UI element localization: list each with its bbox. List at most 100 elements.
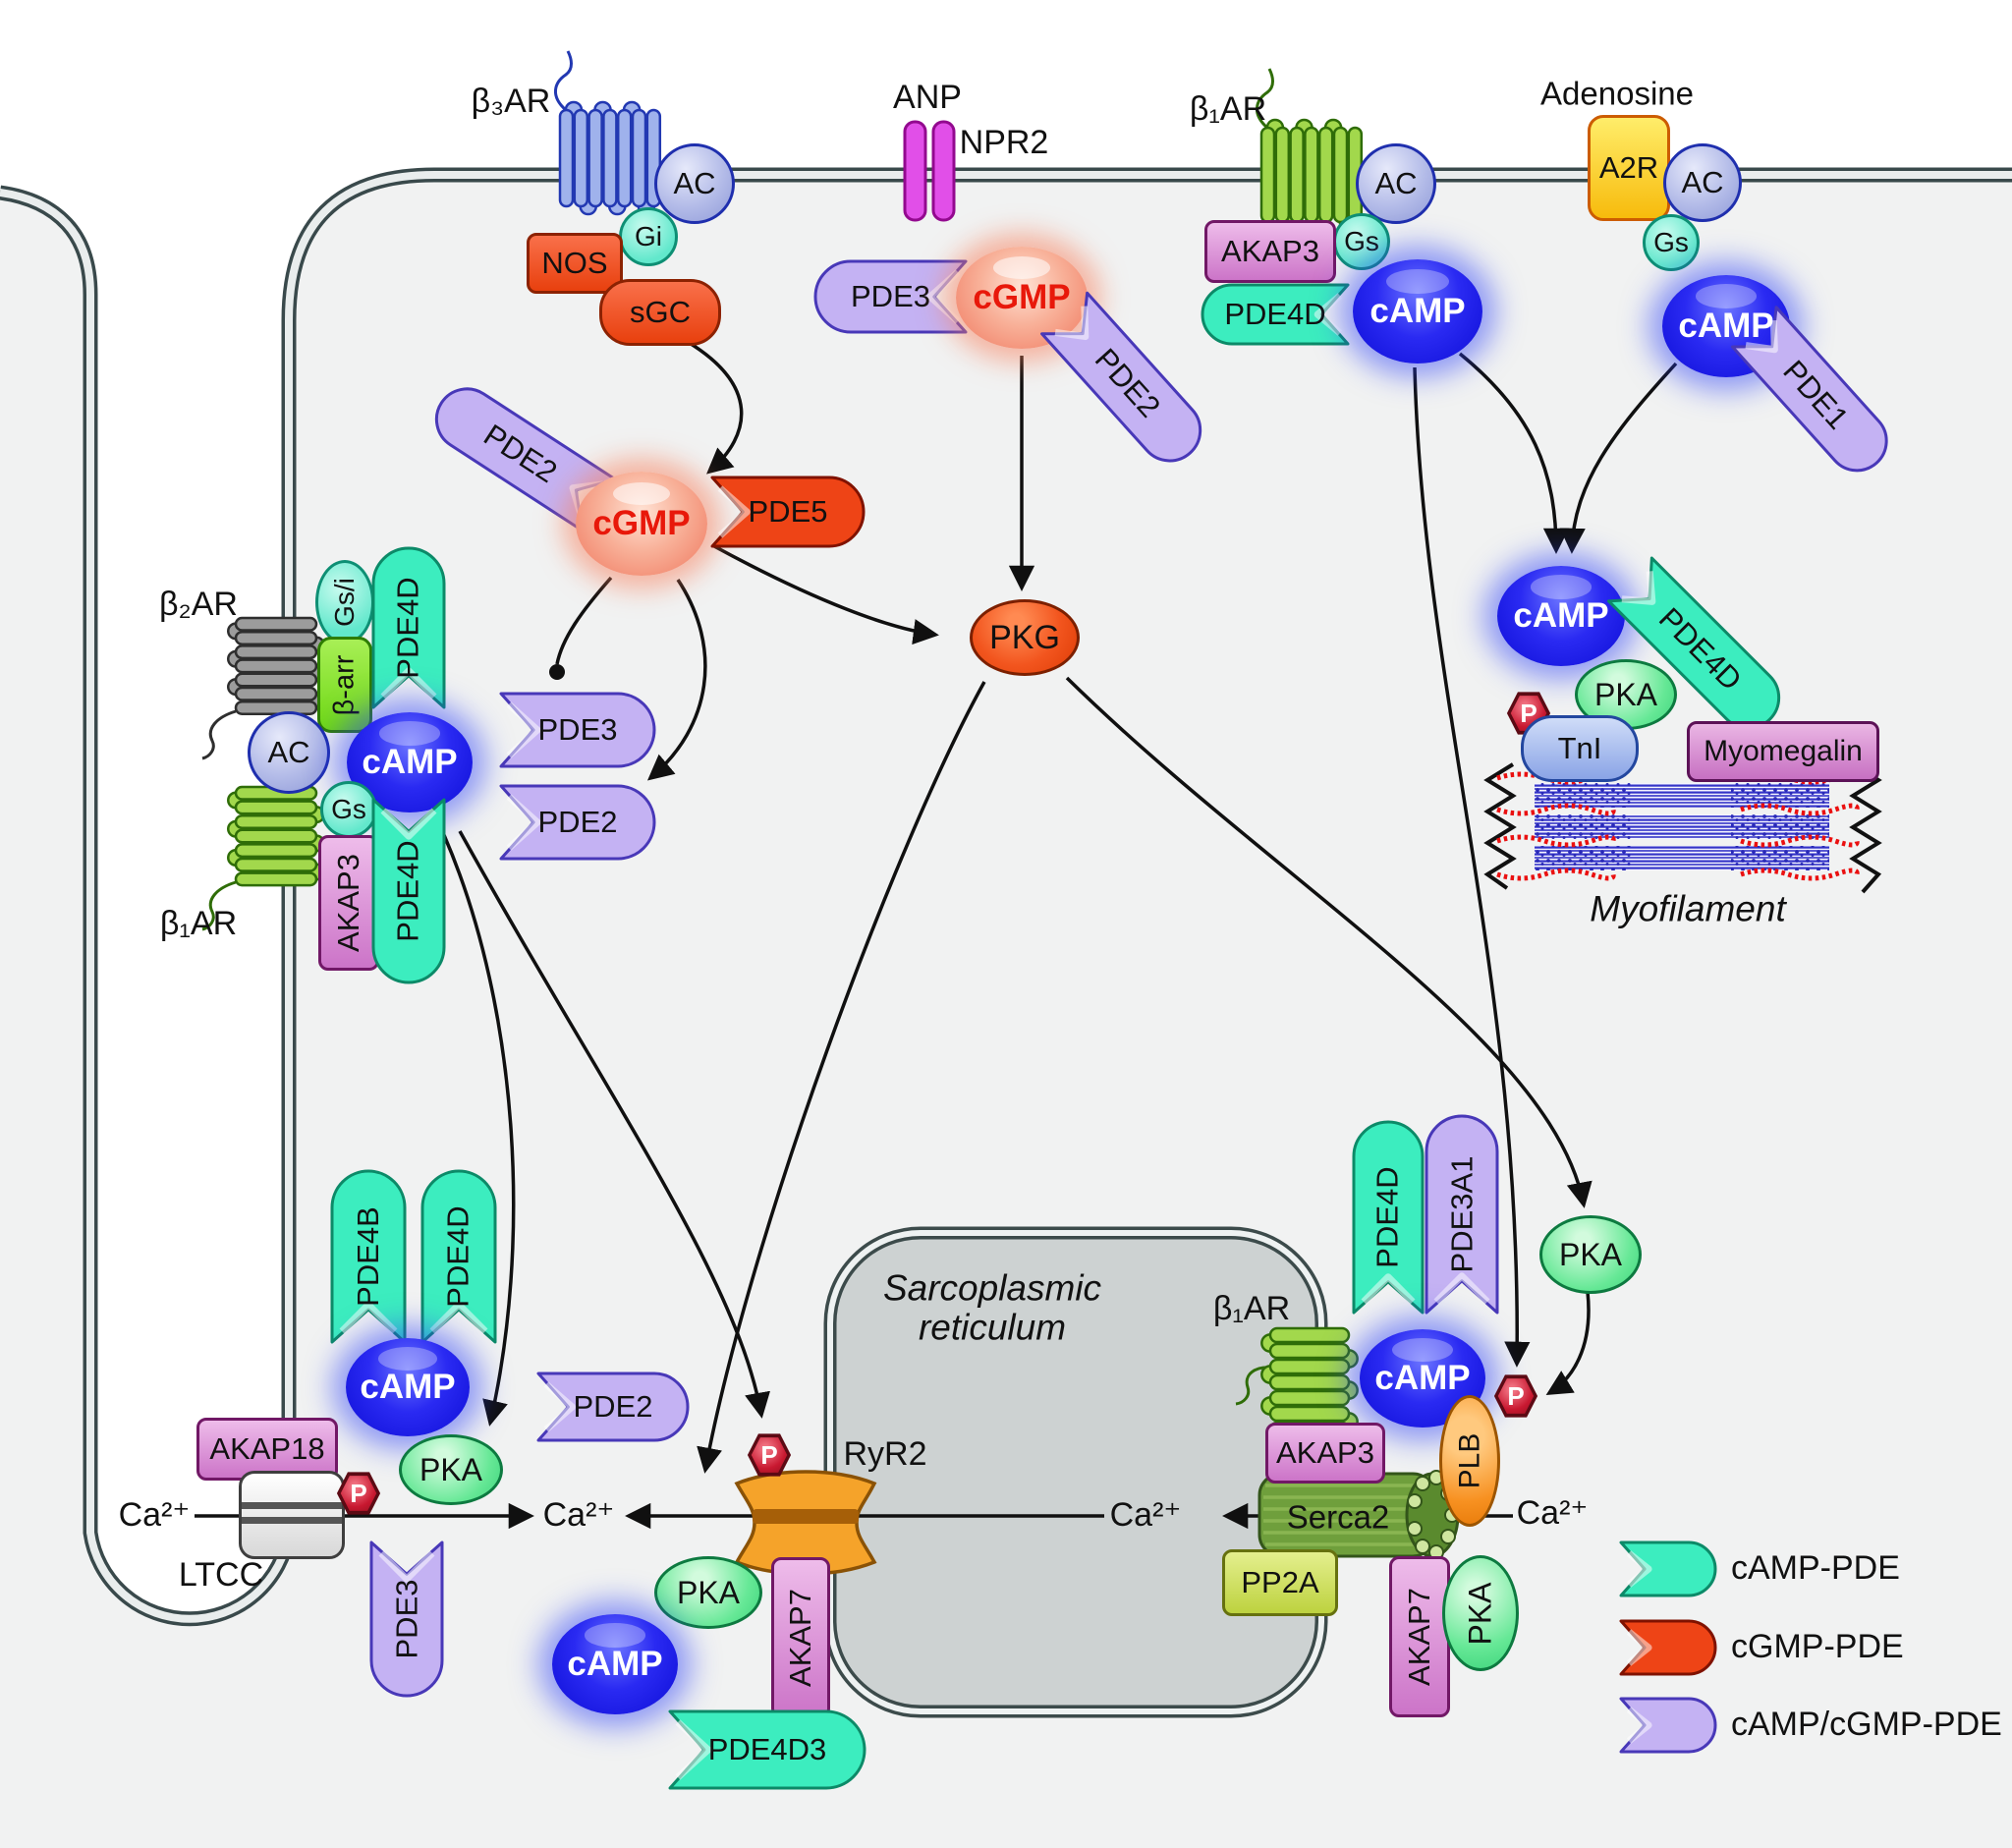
akap3-box-1: AKAP3 — [1204, 220, 1336, 283]
pde4b-banner: PDE4B — [330, 1169, 407, 1344]
akap7-label: AKAP7 — [1402, 1588, 1437, 1686]
akap3-label: AKAP3 — [1221, 234, 1319, 268]
ac-circle-1: AC — [654, 143, 735, 224]
inhibit-dot — [549, 664, 565, 680]
b1ar-receptor-top — [1259, 118, 1364, 232]
pde4d-banner-left-upper: PDE4D — [371, 546, 446, 709]
cgmp-label: cGMP — [592, 504, 691, 542]
label-sr-line2: reticulum — [918, 1307, 1067, 1348]
arrow-camp-to-ryr2-p — [458, 830, 770, 1419]
ltcc-membrane-line — [242, 1501, 342, 1509]
barr-box: β-arr — [317, 637, 372, 733]
legend-label-dual-pde: cAMP/cGMP-PDE — [1731, 1706, 2002, 1744]
camp-oval-7: cAMP — [1360, 1329, 1485, 1428]
pka-oval-ryr2: PKA — [654, 1556, 762, 1629]
akap3-label: AKAP3 — [331, 854, 366, 952]
ac-circle-2: AC — [1356, 143, 1436, 224]
label-b3ar: β₃AR — [471, 83, 551, 121]
pp2a-label: PP2A — [1241, 1565, 1319, 1599]
ltcc-membrane-line — [242, 1516, 342, 1524]
pde4d-banner-left-lower: PDE4D — [371, 798, 446, 984]
tni-box: TnI — [1521, 715, 1639, 782]
label-ca-left: Ca²⁺ — [118, 1496, 191, 1535]
label-myofilament: Myofilament — [1590, 888, 1786, 929]
label-ltcc: LTCC — [178, 1556, 264, 1595]
pde4d-label: PDE4D — [441, 1205, 475, 1308]
akap18-box: AKAP18 — [196, 1418, 338, 1481]
label-ca-mid: Ca²⁺ — [542, 1496, 615, 1535]
plb-label: PLB — [1453, 1432, 1485, 1489]
pde5-label: PDE5 — [748, 494, 828, 529]
arrow-sgc-to-cgmp — [687, 340, 744, 475]
arrow-cgmp-to-pde2 — [646, 579, 707, 781]
camp-label: cAMP — [362, 743, 458, 781]
arrow-camp2-to-myofilament — [1559, 362, 1678, 554]
arrow-camp1-to-myofilament — [1458, 352, 1570, 554]
label-b1ar-top: β₁AR — [1189, 90, 1267, 129]
camp-oval-1: cAMP — [1353, 259, 1482, 364]
pp2a-box: PP2A — [1222, 1549, 1338, 1616]
pkg-oval: PKG — [970, 599, 1080, 676]
phospho-label: P — [760, 1439, 778, 1470]
pka-label: PKA — [1593, 676, 1658, 712]
arrow-camp1-to-plb-p — [1413, 366, 1531, 1368]
npr2-receptor — [903, 120, 956, 222]
label-ryr2: RyR2 — [843, 1435, 927, 1474]
pde3a1-banner: PDE3A1 — [1425, 1114, 1499, 1315]
phospho-label: P — [1507, 1380, 1525, 1411]
a2r-box: A2R — [1588, 115, 1670, 221]
b1ar-sr-tail — [1235, 1366, 1274, 1406]
b1ar-receptor-left — [227, 785, 325, 887]
label-anp: ANP — [893, 79, 962, 117]
myomegalin-label: Myomegalin — [1704, 735, 1863, 767]
label-adenosine: Adenosine — [1540, 75, 1694, 112]
phospho-label: P — [1520, 698, 1537, 728]
ryr2-channel — [734, 1470, 877, 1576]
receptor-tails — [201, 50, 1274, 1406]
b1ar-receptor-sr — [1260, 1326, 1359, 1438]
phospho-hex-ltcc: P — [336, 1472, 381, 1515]
phospho-hex-ryr2: P — [747, 1433, 792, 1477]
pde2-banner-anp: PDE2 — [1039, 290, 1216, 476]
arrow-camp-to-pka-left — [442, 834, 516, 1427]
pka-oval-br: PKA — [1539, 1215, 1642, 1294]
phospho-label: P — [350, 1478, 367, 1508]
pde1-banner: PDE1 — [1730, 305, 1902, 485]
legend-swatch-dual-pde — [1619, 1697, 1717, 1754]
sgc-box: sGC — [599, 279, 721, 346]
label-serca2: Serca2 — [1286, 1498, 1390, 1536]
camp-label: cAMP — [567, 1645, 663, 1683]
akap7-label: AKAP7 — [783, 1589, 818, 1687]
pka-label: PKA — [1462, 1581, 1498, 1646]
pde2-label: PDE2 — [573, 1389, 653, 1424]
b1ar-top-tail — [1256, 68, 1274, 130]
tni-label: TnI — [1557, 731, 1602, 765]
label-sr-line1: Sarcoplasmic — [882, 1267, 1102, 1309]
gs-label: Gs — [331, 794, 366, 824]
pde3-banner-mid: PDE3 — [499, 692, 656, 768]
pde4b-label: PDE4B — [351, 1206, 386, 1307]
ac-circle-4: AC — [248, 711, 330, 794]
ac-label: AC — [1681, 165, 1724, 199]
b2ar-tail — [201, 709, 237, 760]
pkg-label: PKG — [989, 618, 1060, 656]
pde3-label: PDE3 — [389, 1579, 424, 1659]
akap3-box-2: AKAP3 — [318, 835, 379, 971]
legend-label-cgmp-pde: cGMP-PDE — [1731, 1628, 1904, 1666]
pka-oval-bl: PKA — [399, 1434, 503, 1505]
nos-box: NOS — [527, 233, 623, 294]
akap7-box-serca: AKAP7 — [1389, 1556, 1450, 1717]
label-ca-br: Ca²⁺ — [1516, 1494, 1589, 1533]
pde4d-label: PDE4D — [391, 840, 425, 942]
akap3-label: AKAP3 — [1276, 1435, 1374, 1470]
ac-label: AC — [673, 166, 716, 200]
ltcc-channel — [239, 1471, 345, 1559]
pka-oval-serca: PKA — [1442, 1555, 1519, 1671]
z-disc-right — [1849, 762, 1882, 894]
legend-label-camp-pde: cAMP-PDE — [1731, 1549, 1900, 1588]
akap18-label: AKAP18 — [209, 1431, 325, 1466]
pde4d-banner-br: PDE4D — [1352, 1120, 1425, 1315]
gs-label: Gs — [1653, 227, 1689, 257]
pde4d-label: PDE4D — [391, 577, 425, 679]
